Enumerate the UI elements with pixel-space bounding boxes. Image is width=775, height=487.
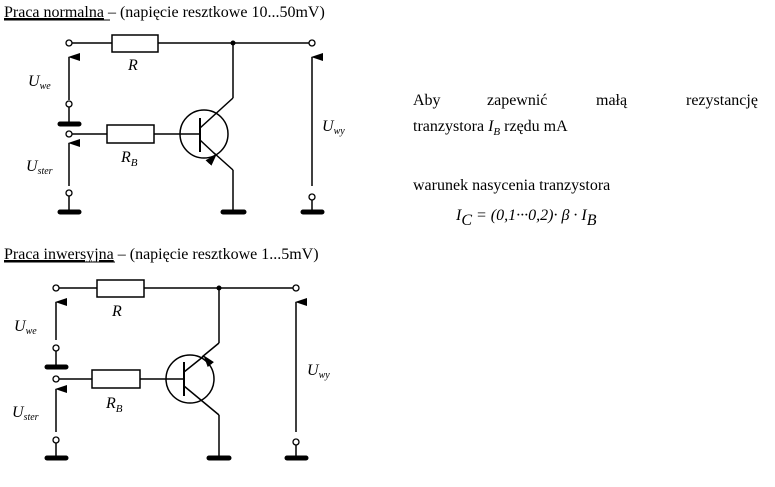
label-uster: Uster — [12, 404, 39, 423]
svg-text:zapewnić: zapewnić — [487, 92, 547, 109]
label-uwy: Uwy — [322, 118, 345, 137]
label-uwe: Uwe — [14, 318, 37, 337]
label-r: R — [111, 303, 122, 320]
section-title-normal: Praca normalna – (napięcie resztkowe 10.… — [4, 4, 325, 21]
circuit-inverse — [44, 279, 309, 461]
terminal — [65, 39, 73, 47]
resistor-r — [96, 279, 145, 298]
label-uwe: Uwe — [28, 73, 51, 92]
label-uster: Uster — [26, 158, 53, 177]
label-rb: RB — [105, 395, 123, 415]
terminal — [308, 39, 316, 47]
svg-text:małą: małą — [596, 92, 628, 109]
section-title-inverse: Praca inwersyjna – (napięcie resztkowe 1… — [4, 246, 319, 263]
label-uwy: Uwy — [307, 362, 330, 381]
label-rb: RB — [120, 149, 138, 169]
transistor-circle — [165, 354, 215, 404]
circuit-normal — [57, 34, 325, 215]
resistor-r — [111, 34, 159, 53]
label-r: R — [127, 57, 138, 74]
svg-text:rezystancję: rezystancję — [686, 92, 758, 109]
svg-text:Aby: Aby — [413, 92, 441, 109]
resistor-rb — [91, 369, 141, 389]
note-condition: warunek nasycenia tranzystora — [413, 177, 610, 194]
note-line2: tranzystora IB rzędu mA — [413, 118, 568, 138]
note-line1: Aby zapewnić małą rezystancję — [413, 92, 758, 109]
resistor-rb — [106, 124, 155, 144]
transistor-circle — [179, 109, 229, 159]
saturation-formula: IC = (0,1···0,2)· β · IB — [455, 207, 597, 229]
